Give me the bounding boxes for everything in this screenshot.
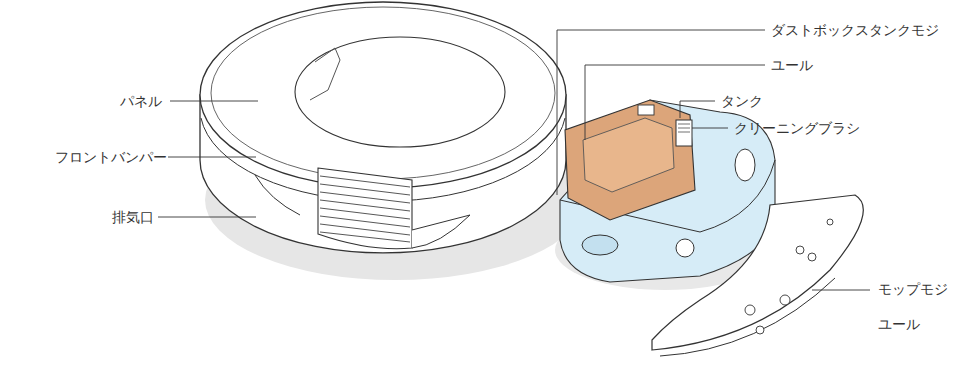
tank-port — [582, 235, 618, 255]
grille-lines — [320, 176, 410, 242]
part-label: モップモジ ユール — [878, 272, 952, 342]
tank-valve — [676, 239, 694, 257]
brush-bristles — [678, 124, 690, 132]
part-label: パネル — [120, 92, 162, 110]
wheel-cut — [412, 215, 470, 248]
tank-cap — [735, 149, 755, 181]
robot-top — [200, 2, 566, 188]
leader-lines — [158, 30, 870, 290]
side-detail — [255, 175, 300, 215]
part-label: フロントバンパー — [55, 148, 167, 166]
exhaust-grille — [318, 168, 412, 249]
part-label: ユール — [771, 56, 813, 74]
part-label: クリーニングブラシ — [734, 119, 860, 137]
mop-plate — [652, 195, 863, 350]
dust-lid — [583, 118, 674, 192]
part-label: ダストボックスタンクモジ — [771, 21, 939, 39]
cleaning-brush — [676, 120, 692, 146]
part-label: 排気口 — [112, 208, 154, 226]
panel-ring — [211, 7, 555, 179]
mop-edge — [660, 278, 835, 356]
part-label: タンク — [721, 92, 763, 110]
panel-notch — [310, 48, 340, 100]
dust-latch — [638, 105, 654, 115]
mop-holes — [745, 219, 833, 334]
dust-box — [565, 100, 695, 220]
panel-center — [295, 37, 505, 147]
